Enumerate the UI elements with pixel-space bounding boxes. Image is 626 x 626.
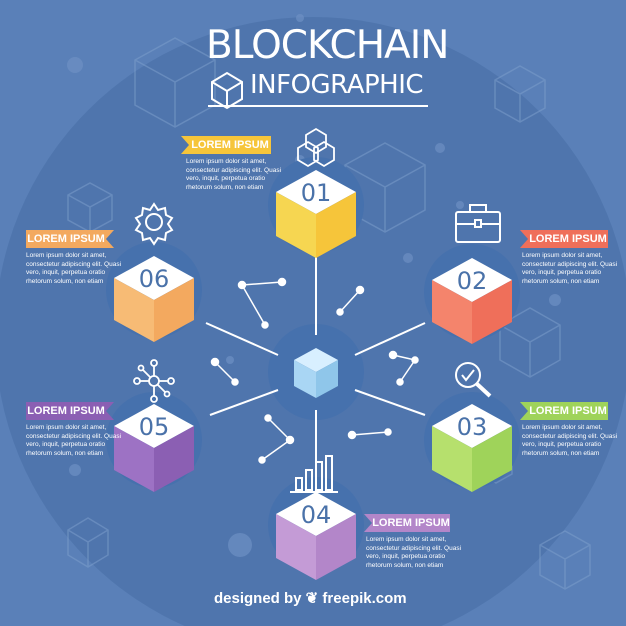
ribbon-03: LOREM IPSUM: [520, 402, 608, 420]
bar-chart-icon: [290, 455, 338, 493]
step-text-05: Lorem ipsum dolor sit amet,consectetur a…: [26, 424, 122, 457]
connector-lines: [205, 250, 426, 490]
cube-02: [432, 258, 512, 344]
ribbon-05: LOREM IPSUM: [26, 402, 114, 420]
step-number-03: 03: [456, 413, 488, 441]
step-number-04: 04: [300, 501, 332, 529]
cube-06: [114, 256, 194, 342]
step-number-05: 05: [138, 413, 170, 441]
gear-icon: [134, 202, 174, 246]
briefcase-icon: [455, 204, 501, 243]
ribbon-06: LOREM IPSUM: [26, 230, 114, 248]
step-text-03: Lorem ipsum dolor sit amet,consectetur a…: [522, 424, 618, 457]
ribbon-01: LOREM IPSUM: [181, 136, 271, 154]
center-cube: [294, 348, 338, 398]
cube-04: [276, 492, 356, 580]
step-text-06: Lorem ipsum dolor sit amet,consectetur a…: [26, 252, 122, 285]
ribbon-04: LOREM IPSUM: [364, 514, 450, 532]
step-text-04: Lorem ipsum dolor sit amet,consectetur a…: [366, 536, 462, 569]
step-number-02: 02: [456, 267, 488, 295]
cube-01: [276, 170, 356, 258]
title-underline: [208, 105, 428, 107]
node-links: [210, 277, 419, 464]
ribbon-02: LOREM IPSUM: [520, 230, 608, 248]
step-text-02: Lorem ipsum dolor sit amet,consectetur a…: [522, 252, 618, 285]
network-icon: [133, 359, 175, 403]
cube-03: [432, 404, 512, 492]
title-line2: INFOGRAPHIC: [250, 70, 424, 100]
title-line1: BLOCKCHAIN: [206, 23, 449, 68]
blocks-icon: [297, 127, 335, 168]
cube-05: [114, 404, 194, 492]
designed-by-credit: designed by ❦ freepik.com: [214, 590, 407, 607]
step-text-01: Lorem ipsum dolor sit amet,consectetur a…: [186, 158, 282, 191]
step-number-06: 06: [138, 265, 170, 293]
magnifier-check-icon: [455, 362, 492, 398]
step-number-01: 01: [300, 179, 332, 207]
